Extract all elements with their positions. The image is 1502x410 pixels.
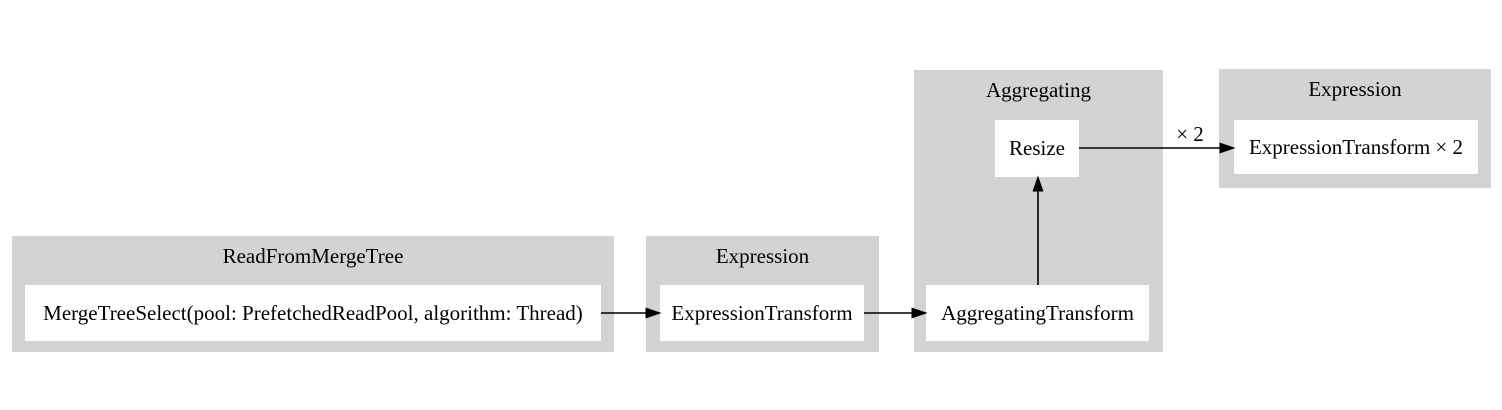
cluster-expression-2: Expression ExpressionTransform × 2 [1219, 69, 1491, 188]
node-mergetreeselect: MergeTreeSelect(pool: PrefetchedReadPool… [25, 285, 601, 341]
cluster-expression-1: Expression ExpressionTransform [646, 236, 879, 352]
node-resize: Resize [995, 120, 1079, 177]
cluster-aggregating: Aggregating Resize AggregatingTransform [914, 70, 1163, 352]
cluster-title-aggregating: Aggregating [986, 78, 1091, 102]
cluster-title-readfrommergetree: ReadFromMergeTree [222, 244, 404, 268]
node-aggregatingtransform: AggregatingTransform [926, 285, 1149, 341]
node-expressiontransform: ExpressionTransform [660, 285, 864, 341]
edge-multiplicity-label: × 2 [1176, 122, 1204, 146]
cluster-title-expression-1: Expression [715, 244, 810, 268]
cluster-readfrommergetree: ReadFromMergeTree MergeTreeSelect(pool: … [12, 236, 614, 352]
node-expressiontransform-x2: ExpressionTransform × 2 [1234, 120, 1478, 174]
cluster-title-expression-2: Expression [1308, 77, 1402, 101]
